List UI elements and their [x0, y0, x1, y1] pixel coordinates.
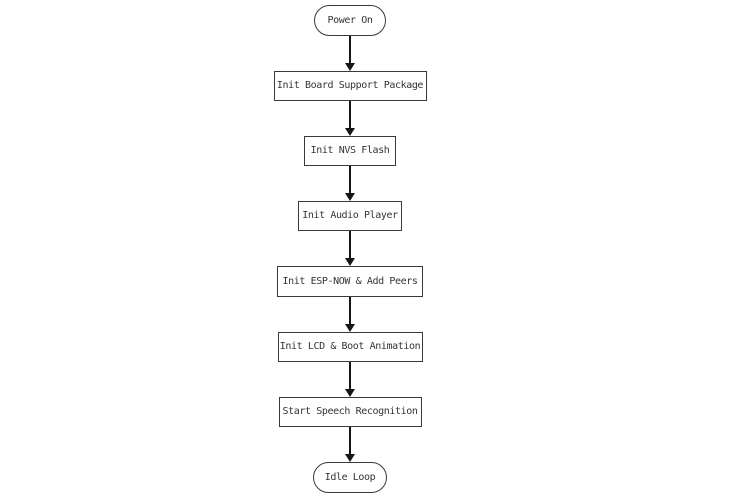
- flow-node-power-on: Power On: [314, 5, 386, 36]
- arrowhead-down-icon: [345, 193, 355, 201]
- node-label: Start Speech Recognition: [282, 406, 418, 417]
- flowchart: Power On Init Board Support Package Init…: [0, 5, 700, 493]
- node-label: Init ESP-NOW & Add Peers: [282, 275, 418, 287]
- arrow-connector: [345, 427, 355, 462]
- arrow-line: [349, 427, 351, 454]
- arrow-line: [349, 297, 351, 324]
- arrowhead-down-icon: [345, 454, 355, 462]
- flow-node-init-lcd-boot-animation: Init LCD & Boot Animation: [277, 332, 423, 362]
- node-label: Init LCD & Boot Animation: [279, 341, 421, 352]
- arrow-connector: [345, 36, 355, 71]
- flow-node-init-bsp: Init Board Support Package: [273, 71, 427, 101]
- arrow-connector: [345, 166, 355, 201]
- arrow-connector: [345, 362, 355, 397]
- arrowhead-down-icon: [345, 258, 355, 266]
- arrowhead-down-icon: [345, 324, 355, 332]
- node-label: Power On: [327, 14, 373, 26]
- flow-node-idle-loop: Idle Loop: [313, 462, 387, 493]
- flow-node-init-espnow-add-peers: Init ESP-NOW & Add Peers: [277, 266, 423, 297]
- arrowhead-down-icon: [345, 128, 355, 136]
- arrowhead-down-icon: [345, 389, 355, 397]
- arrow-line: [349, 362, 351, 389]
- arrow-line: [349, 101, 351, 128]
- node-label: Idle Loop: [324, 471, 376, 483]
- node-label: Init Audio Player: [302, 210, 398, 221]
- arrowhead-down-icon: [345, 63, 355, 71]
- flow-node-init-nvs-flash: Init NVS Flash: [304, 136, 396, 166]
- arrow-connector: [345, 101, 355, 136]
- arrow-connector: [345, 297, 355, 332]
- arrow-line: [349, 166, 351, 193]
- flow-node-start-speech-recognition: Start Speech Recognition: [278, 397, 422, 427]
- arrow-connector: [345, 231, 355, 266]
- flow-node-init-audio-player: Init Audio Player: [298, 201, 402, 231]
- node-label: Init Board Support Package: [276, 80, 424, 91]
- arrow-line: [349, 231, 351, 258]
- arrow-line: [349, 36, 351, 63]
- node-label: Init NVS Flash: [310, 145, 390, 156]
